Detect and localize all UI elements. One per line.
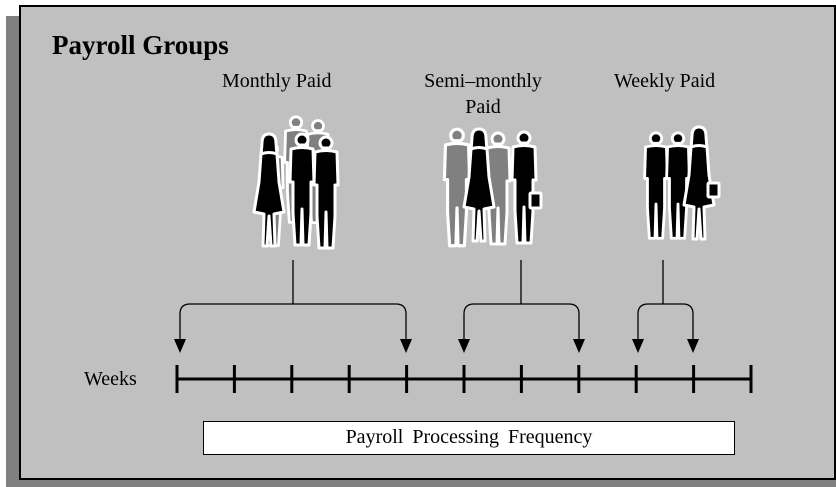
weeks-label: Weeks xyxy=(84,368,137,390)
diagram-title: Payroll Groups xyxy=(52,30,229,60)
group-label-weekly: Weekly Paid xyxy=(614,70,716,92)
diagram-panel xyxy=(19,5,836,480)
monthly-figures xyxy=(252,115,340,250)
bracket-arrowheads xyxy=(174,339,699,353)
weekly-figures xyxy=(643,127,719,239)
group-label-monthly: Monthly Paid xyxy=(222,70,332,92)
semimonthly-figures xyxy=(442,127,541,248)
group-brackets xyxy=(179,260,694,349)
payroll-frequency-box: Payroll Processing Frequency xyxy=(203,421,735,455)
weeks-timeline xyxy=(175,365,753,393)
group-label-semimonthly: Semi–monthly Paid xyxy=(424,70,542,118)
